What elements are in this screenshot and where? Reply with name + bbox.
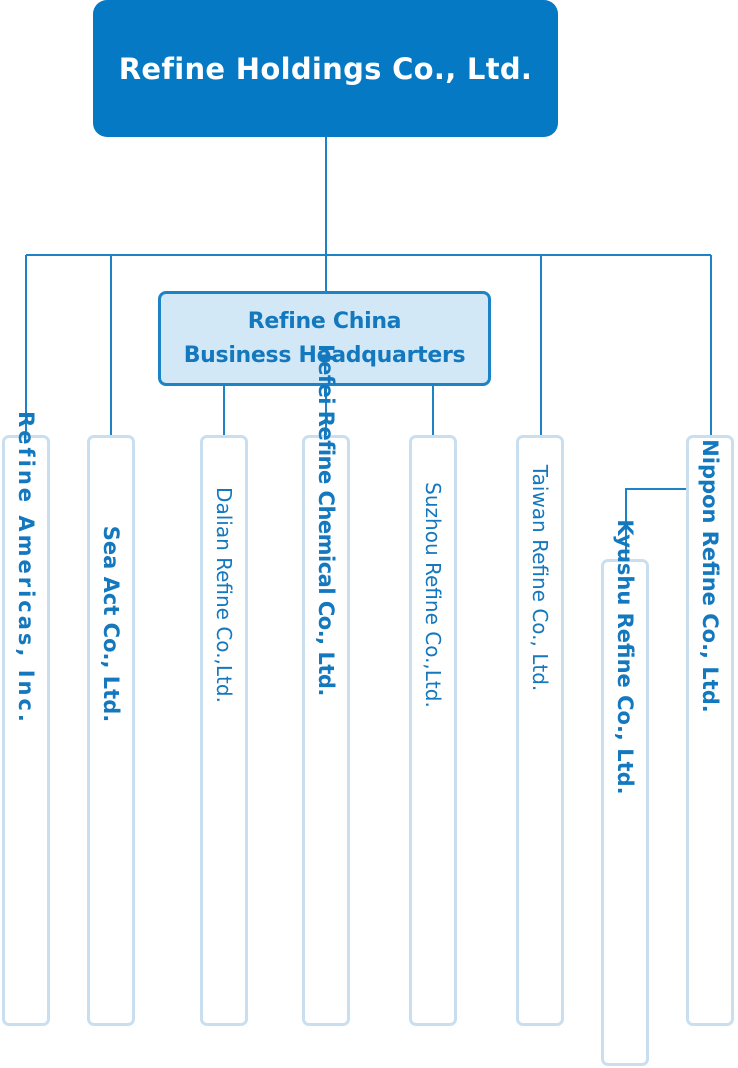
company-box-nippon: Nippon Refine Co., Ltd.	[686, 435, 734, 1026]
company-box-kyushu: Kyushu Refine Co., Ltd.	[601, 519, 649, 1066]
company-name-dalian: Dalian Refine Co.,Ltd.	[212, 487, 236, 703]
company-box-refine-americas: Refine Americas, Inc.	[2, 411, 50, 1026]
company-name-sea-act: Sea Act Co., Ltd.	[99, 525, 123, 723]
company-box-hefei: Hefei Refine Chemical Co., Ltd.	[302, 344, 350, 1026]
china-hq-line1: Refine China	[247, 308, 402, 334]
company-box-taiwan: Taiwan Refine Co., Ltd.	[516, 435, 564, 1026]
company-name-nippon: Nippon Refine Co., Ltd.	[698, 439, 722, 713]
company-box-sea-act: Sea Act Co., Ltd.	[87, 435, 135, 1026]
company-name-taiwan: Taiwan Refine Co., Ltd.	[528, 464, 552, 692]
root-company-box: Refine Holdings Co., Ltd.	[93, 0, 558, 137]
company-name-refine-americas: Refine Americas, Inc.	[14, 411, 38, 725]
company-box-dalian: Dalian Refine Co.,Ltd.	[200, 435, 248, 1026]
company-name-suzhou: Suzhou Refine Co.,Ltd.	[421, 482, 445, 708]
company-name-hefei: Hefei Refine Chemical Co., Ltd.	[314, 344, 338, 696]
company-name-kyushu: Kyushu Refine Co., Ltd.	[613, 519, 637, 795]
china-hq-box: Refine China Business Headquarters	[158, 291, 491, 386]
root-company-name: Refine Holdings Co., Ltd.	[118, 51, 533, 86]
china-hq-line2: Business Headquarters	[183, 342, 466, 368]
company-box-suzhou: Suzhou Refine Co.,Ltd.	[409, 435, 457, 1026]
